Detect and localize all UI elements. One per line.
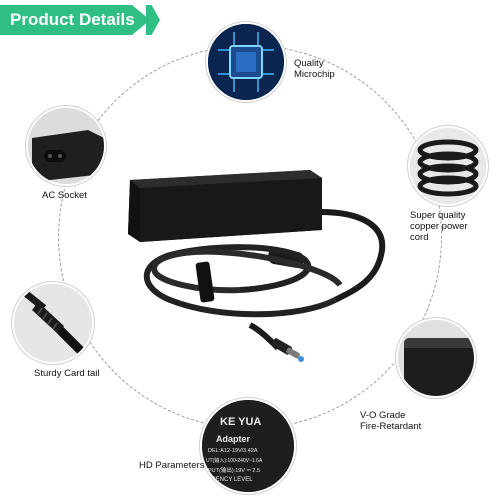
- sticker-efficiency: IENCY LEVEL: [214, 477, 253, 483]
- hd-parameters-badge: KE YUA Adapter DEL:A12-19V/3.42A UT(输入):…: [200, 398, 296, 494]
- banner-title: Product Details: [10, 10, 135, 29]
- ac-socket-icon: [28, 108, 104, 184]
- microchip-label: Quality Microchip: [294, 58, 335, 80]
- fire-retardant-label: V-O Grade Fire-Retardant: [360, 410, 422, 432]
- ac-socket-label: AC Socket: [42, 190, 87, 201]
- banner-arrow-tip: [146, 5, 160, 35]
- coiled-cord-icon: [410, 128, 486, 204]
- sticker-output: PUT(输出):19V ⎓ 2.5: [208, 468, 261, 474]
- hd-parameters-label: HD Parameters: [139, 460, 205, 471]
- sticker-title: Adapter: [216, 434, 251, 444]
- sticker-input: UT(输入):100-240V~1.6A: [206, 458, 263, 464]
- adapter-corner-icon: [398, 320, 474, 396]
- product-details-banner: Product Details: [0, 5, 150, 35]
- ac-socket-badge: [26, 106, 106, 186]
- fire-retardant-badge: [396, 318, 476, 398]
- cable-tail-icon: [14, 284, 92, 362]
- cable-tail-label: Sturdy Card tail: [34, 368, 100, 379]
- copper-cord-label: Super quality copper power cord: [410, 210, 468, 243]
- cable-tail-badge: [12, 282, 94, 364]
- copper-cord-badge: [408, 126, 488, 206]
- adapter-product-image: [128, 170, 386, 362]
- microchip-icon: [208, 24, 284, 100]
- sticker-model: DEL:A12-19V/3.42A: [208, 448, 258, 454]
- label-sticker-icon: KE YUA Adapter DEL:A12-19V/3.42A UT(输入):…: [202, 400, 294, 492]
- sticker-brand: KE YUA: [220, 416, 262, 428]
- microchip-badge: [206, 22, 286, 102]
